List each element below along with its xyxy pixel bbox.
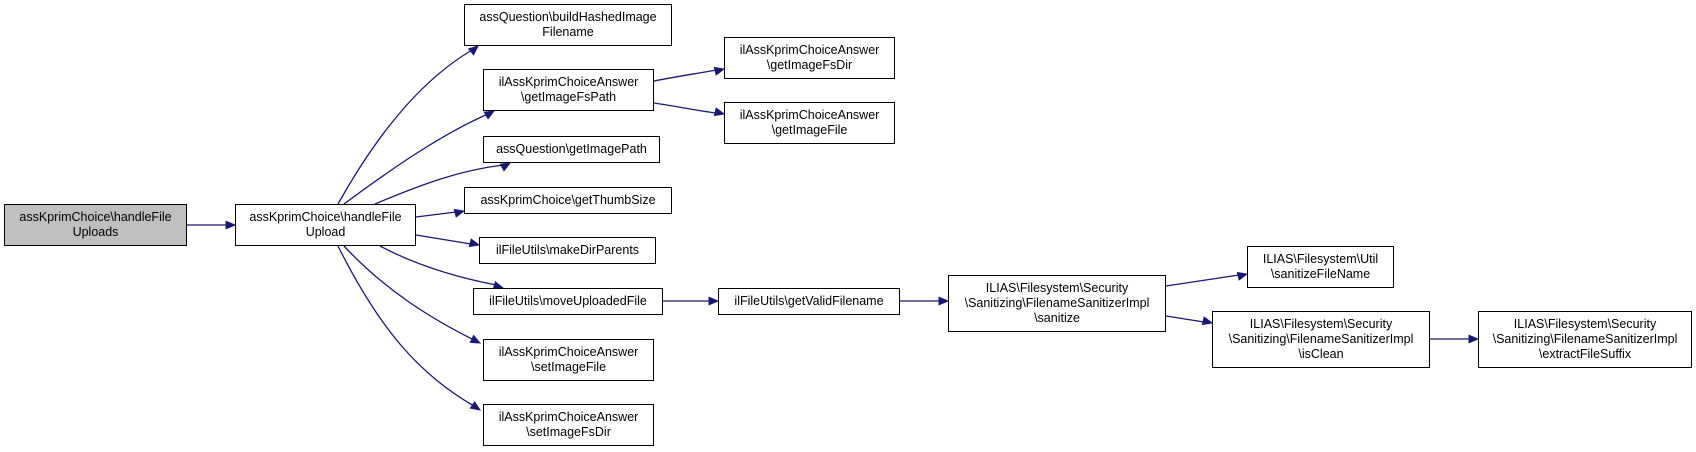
- edge-arrowhead: [467, 45, 479, 56]
- edge-arrowhead: [469, 334, 482, 344]
- node-label: assKprimChoice\handleFile: [19, 210, 172, 224]
- edge-handleFileUpload-setImageFsDir: [337, 245, 482, 411]
- node-sanitizeFileName[interactable]: ILIAS\Filesystem\Util \sanitizeFileName: [1247, 246, 1394, 288]
- edge-handleFileUpload-makeDirParents: [415, 234, 481, 248]
- node-label: assQuestion\buildHashedImage: [479, 10, 657, 24]
- node-label: \getImageFsPath: [520, 90, 617, 104]
- node-label: ilFileUtils\moveUploadedFile: [489, 294, 647, 308]
- node-label: ILIAS\Filesystem\Security: [1249, 317, 1393, 331]
- edge-arrowhead: [1201, 316, 1214, 326]
- edge-arrowhead: [938, 296, 950, 306]
- node-label: ILIAS\Filesystem\Security: [1513, 317, 1657, 331]
- edge-line: [343, 113, 489, 205]
- edge-handleFileUpload-getThumbSize: [415, 208, 466, 218]
- node-extractFileSuffix[interactable]: ILIAS\Filesystem\Security \Sanitizing\Fi…: [1478, 311, 1692, 368]
- edge-isClean-extractFileSuffix: [1430, 334, 1480, 344]
- edge-line: [343, 245, 475, 341]
- node-label: assKprimChoice\handleFile: [249, 210, 402, 224]
- edge-arrowhead: [713, 66, 726, 76]
- node-label: ilAssKprimChoiceAnswer: [498, 345, 639, 359]
- node-label: \sanitize: [1034, 311, 1080, 325]
- node-isClean[interactable]: ILIAS\Filesystem\Security \Sanitizing\Fi…: [1212, 311, 1430, 368]
- edge-handleFileUpload-getImagePath: [374, 162, 512, 205]
- node-label: \isClean: [1298, 347, 1344, 361]
- node-label: ILIAS\Filesystem\Security: [985, 281, 1129, 295]
- edge-line: [415, 211, 457, 218]
- node-getImagePath[interactable]: assQuestion\getImagePath: [483, 136, 660, 163]
- node-root[interactable]: assKprimChoice\handleFile Uploads: [4, 204, 187, 246]
- node-label: \setImageFsDir: [526, 425, 611, 439]
- edge-sanitize-isClean: [1165, 315, 1214, 326]
- node-label: ilAssKprimChoiceAnswer: [498, 75, 639, 89]
- edge-arrowhead: [1468, 334, 1480, 344]
- edge-line: [379, 245, 497, 286]
- node-label: ilAssKprimChoiceAnswer: [739, 108, 880, 122]
- node-label: Filename: [542, 25, 594, 39]
- node-getImageFsPath[interactable]: ilAssKprimChoiceAnswer \getImageFsPath: [483, 69, 654, 111]
- node-label: \setImageFile: [530, 360, 607, 374]
- edge-line: [337, 49, 473, 205]
- edge-arrowhead: [453, 208, 466, 218]
- node-label: \Sanitizing\FilenameSanitizerImpl: [1228, 332, 1414, 346]
- node-label: \getImageFsDir: [766, 58, 853, 72]
- node-handleFileUpload[interactable]: assKprimChoice\handleFile Upload: [235, 204, 416, 246]
- node-getImageFile[interactable]: ilAssKprimChoiceAnswer \getImageFile: [724, 102, 895, 144]
- node-getImageFsDir[interactable]: ilAssKprimChoiceAnswer \getImageFsDir: [724, 37, 895, 79]
- edge-moveUploadedFile-getValidFilename: [663, 296, 720, 306]
- edge-arrowhead: [225, 220, 237, 230]
- edge-handleFileUpload-buildHashedImageFilename: [337, 45, 479, 205]
- node-label: Uploads: [72, 225, 119, 239]
- edge-getValidFilename-sanitize: [900, 296, 950, 306]
- edge-arrowhead: [483, 110, 496, 120]
- edge-line: [374, 164, 505, 205]
- node-label: \sanitizeFileName: [1270, 267, 1371, 281]
- edge-getImageFsPath-getImageFsDir: [653, 66, 726, 82]
- node-label: \Sanitizing\FilenameSanitizerImpl: [1492, 332, 1678, 346]
- edge-arrowhead: [469, 400, 482, 411]
- edge-handleFileUpload-getImageFsPath: [343, 110, 496, 205]
- node-label: \Sanitizing\FilenameSanitizerImpl: [964, 296, 1150, 310]
- node-label: ilAssKprimChoiceAnswer: [498, 410, 639, 424]
- node-getValidFilename[interactable]: ilFileUtils\getValidFilename: [718, 288, 900, 315]
- node-label: ILIAS\Filesystem\Util: [1262, 252, 1379, 266]
- edge-line: [653, 69, 717, 82]
- node-label: \getImageFile: [771, 123, 848, 137]
- node-sanitize[interactable]: ILIAS\Filesystem\Security \Sanitizing\Fi…: [948, 275, 1166, 332]
- node-label: ilFileUtils\getValidFilename: [734, 294, 884, 308]
- edge-line: [1165, 315, 1205, 323]
- edge-line: [1165, 274, 1240, 287]
- edge-handleFileUpload-setImageFile: [343, 245, 482, 344]
- edge-root-handleFileUpload: [187, 220, 237, 230]
- node-label: ilAssKprimChoiceAnswer: [739, 43, 880, 57]
- edge-arrowhead: [713, 107, 726, 117]
- node-label: ilFileUtils\makeDirParents: [495, 243, 640, 257]
- edge-arrowhead: [499, 162, 512, 172]
- edge-getImageFsPath-getImageFile: [653, 102, 726, 117]
- node-buildHashedImageFilename[interactable]: assQuestion\buildHashedImage Filename: [464, 4, 672, 46]
- node-label: assQuestion\getImagePath: [496, 142, 647, 156]
- edge-arrowhead: [1236, 271, 1249, 281]
- edge-arrowhead: [708, 296, 720, 306]
- edge-line: [415, 234, 472, 245]
- edge-arrowhead: [468, 238, 481, 248]
- node-setImageFile[interactable]: ilAssKprimChoiceAnswer \setImageFile: [483, 339, 654, 381]
- edge-line: [337, 245, 475, 407]
- edge-sanitize-sanitizeFileName: [1165, 271, 1249, 287]
- node-label: assKprimChoice\getThumbSize: [480, 193, 656, 207]
- node-makeDirParents[interactable]: ilFileUtils\makeDirParents: [479, 237, 656, 264]
- node-moveUploadedFile[interactable]: ilFileUtils\moveUploadedFile: [473, 288, 663, 315]
- node-label: Upload: [305, 225, 346, 239]
- edge-line: [653, 102, 717, 114]
- node-setImageFsDir[interactable]: ilAssKprimChoiceAnswer \setImageFsDir: [483, 404, 654, 446]
- node-label: \extractFileSuffix: [1538, 347, 1632, 361]
- node-getThumbSize[interactable]: assKprimChoice\getThumbSize: [464, 187, 672, 214]
